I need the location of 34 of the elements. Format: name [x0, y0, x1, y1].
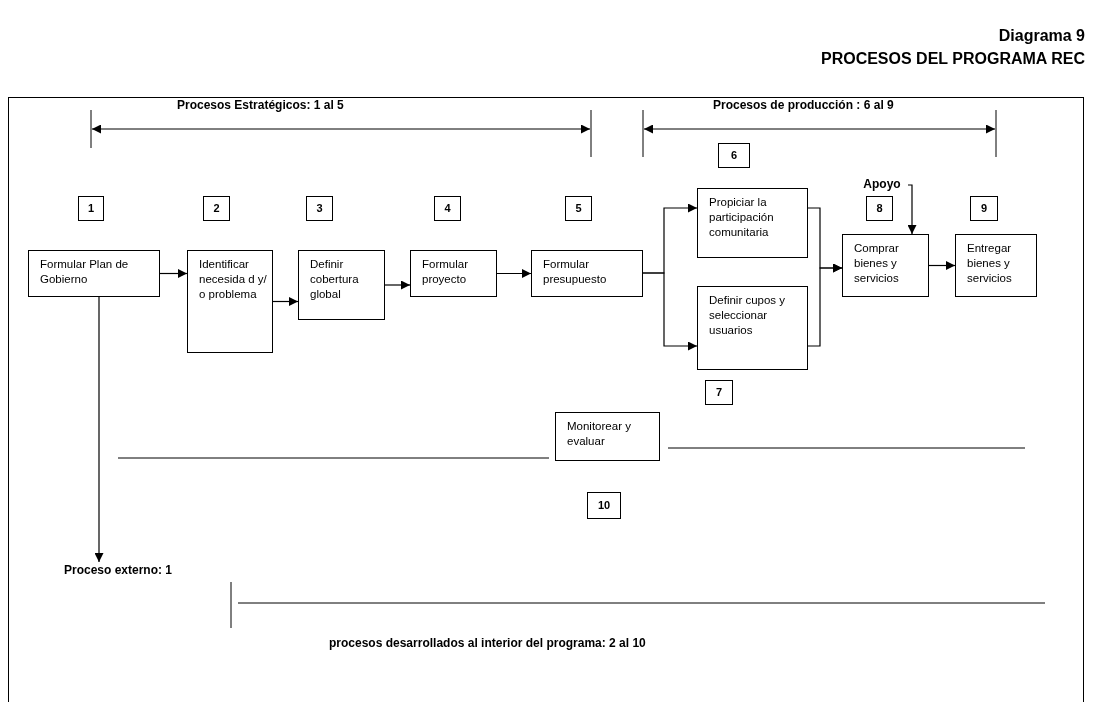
process-box: Formular presupuesto	[531, 250, 643, 297]
number-box: 1	[78, 196, 104, 221]
arrow	[496, 269, 532, 278]
number-box: 9	[970, 196, 998, 221]
process-box: Propiciar la participación comunitaria	[697, 188, 808, 258]
process-box: Identificar necesida d y/ o problema	[187, 250, 273, 353]
process-box: Formular proyecto	[410, 250, 497, 297]
number-box: 8	[866, 196, 893, 221]
number-box: 7	[705, 380, 733, 405]
arrow	[642, 272, 698, 351]
number-box: 10	[587, 492, 621, 519]
arrow	[907, 184, 917, 235]
bracket-label: procesos desarrollados al interior del programa: 2 al 10	[329, 636, 646, 650]
number-box: 6	[718, 143, 750, 168]
bracket-label: Procesos Estratégicos: 1 al 5	[177, 98, 344, 112]
arrow	[94, 296, 104, 563]
process-box: Definir cupos y seleccionar usuarios	[697, 286, 808, 370]
bracket-label: Procesos de producción : 6 al 9	[713, 98, 894, 112]
arrow	[272, 297, 299, 306]
arrow	[159, 269, 188, 278]
process-box: Definir cobertura global	[298, 250, 385, 320]
process-box: Monitorear y evaluar	[555, 412, 660, 461]
arrow	[928, 261, 956, 270]
number-box: 5	[565, 196, 592, 221]
number-box: 2	[203, 196, 230, 221]
process-box: Entregar bienes y servicios	[955, 234, 1037, 297]
number-box: 4	[434, 196, 461, 221]
arrow	[807, 263, 843, 347]
diagram-number: Diagrama 9	[998, 27, 1085, 45]
arrow	[384, 280, 411, 290]
diagram-title: PROCESOS DEL PROGRAMA REC	[820, 50, 1085, 68]
process-box: Formular Plan de Gobierno	[28, 250, 160, 297]
number-box: 3	[306, 196, 333, 221]
process-box: Comprar bienes y servicios	[842, 234, 929, 297]
